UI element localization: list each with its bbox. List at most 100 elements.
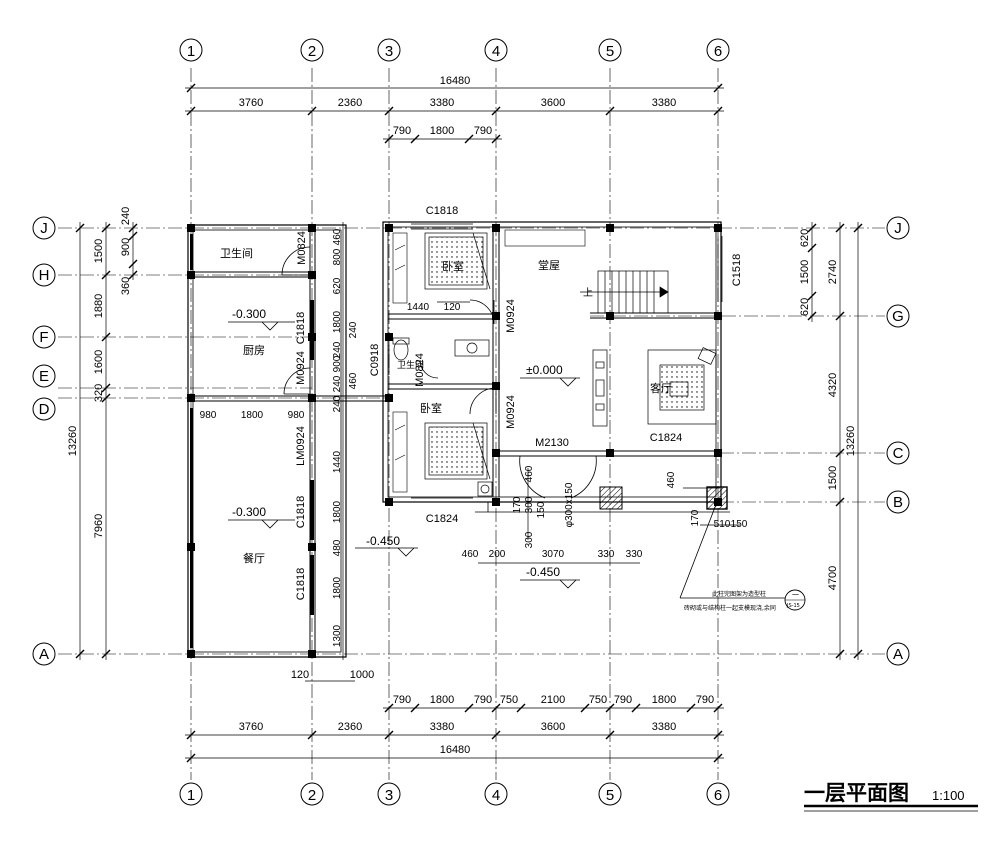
door-label-m0924-kitchen: M0924 bbox=[295, 351, 307, 385]
window-label-c1818-top: C1818 bbox=[426, 205, 458, 217]
note-ref-bottom: JS-15 bbox=[786, 603, 800, 609]
room-label-bed-top: 卧室 bbox=[442, 259, 464, 273]
dim-bottom-detail-2: 1000 bbox=[350, 669, 374, 681]
dim-kw-1: 460 bbox=[332, 228, 343, 245]
axis-label-right-B: B bbox=[893, 494, 903, 511]
axis-label-bottom-4: 4 bbox=[492, 787, 500, 804]
dim-porch-v-460: 460 bbox=[524, 465, 535, 482]
door-label-m0924-bed: M0924 bbox=[505, 395, 517, 429]
axis-bubbles-right bbox=[886, 216, 910, 666]
window-thick-marks bbox=[190, 234, 314, 648]
dim-left-detail-3: 980 bbox=[288, 410, 305, 421]
dim-porch-v-300: 300 bbox=[524, 496, 535, 513]
drawing-scale: 1:100 bbox=[932, 788, 965, 803]
note-ref-top: 一 bbox=[792, 591, 799, 599]
axis-label-left-H: H bbox=[39, 267, 50, 284]
dim-top-span-3: 3380 bbox=[430, 97, 454, 109]
level-hall: ±0.000 bbox=[526, 363, 563, 377]
axis-label-left-D: D bbox=[39, 401, 50, 418]
window-label-c1818-dining-a: C1818 bbox=[295, 496, 307, 528]
dim-bottom-overall: 16480 bbox=[440, 744, 471, 756]
dim-bottom-opening-6: 750 bbox=[589, 694, 607, 706]
dim-left-span-1: 1500 bbox=[93, 239, 105, 263]
dim-left-span-5: 7960 bbox=[93, 514, 105, 538]
dim-kw-9: 240 bbox=[332, 395, 343, 412]
dim-porch-v-460b: 460 bbox=[666, 471, 677, 488]
axis-label-right-G: G bbox=[892, 308, 904, 325]
dim-porch-150: 150 bbox=[731, 519, 748, 530]
axis-label-right-A: A bbox=[893, 646, 903, 663]
axis-label-bottom-3: 3 bbox=[385, 787, 393, 804]
dim-bottom-opening-9: 790 bbox=[696, 694, 714, 706]
bed-top bbox=[424, 232, 491, 290]
dim-porch-v-170b: 170 bbox=[690, 509, 701, 526]
dim-left-small-2: 900 bbox=[120, 238, 132, 256]
dimension-lines bbox=[79, 87, 859, 759]
bed-bottom bbox=[424, 422, 491, 480]
room-label-hall: 堂屋 bbox=[538, 259, 560, 272]
dim-porch-460: 460 bbox=[462, 549, 479, 560]
dim-porch-200: 200 bbox=[489, 549, 506, 560]
door-swings bbox=[281, 246, 597, 499]
door-label-lm0924: LM0924 bbox=[295, 426, 307, 466]
note-line-2: 砖砌或与结构柱一起支模现浇,余同 bbox=[684, 604, 776, 612]
axis-bubbles-left bbox=[32, 216, 56, 666]
dim-kw-5: 240 bbox=[332, 341, 343, 358]
dim-right-span-2: 4320 bbox=[827, 373, 839, 397]
axis-label-bottom-1: 1 bbox=[187, 787, 195, 804]
axis-label-top-2: 2 bbox=[308, 43, 316, 60]
dim-kw-2: 800 bbox=[332, 248, 343, 265]
door-label-m2130: M2130 bbox=[535, 437, 569, 449]
dim-left-span-2: 1880 bbox=[93, 294, 105, 318]
dim-left-detail-2: 1800 bbox=[241, 410, 264, 421]
axis-label-top-6: 6 bbox=[714, 43, 722, 60]
dim-bottom-opening-5: 2100 bbox=[541, 694, 565, 706]
dim-kw-15: 240 bbox=[348, 321, 359, 338]
dim-top-window-3: 790 bbox=[474, 125, 492, 137]
tv-cabinet bbox=[592, 349, 608, 427]
title-block: 一层平面图 1:100 bbox=[804, 781, 978, 812]
dim-top-span-5: 3380 bbox=[652, 97, 676, 109]
dim-left-span-3: 1600 bbox=[93, 350, 105, 374]
axis-label-left-F: F bbox=[39, 329, 48, 346]
level-outside-left: -0.450 bbox=[366, 534, 400, 548]
door-label-m0824-wc: M0824 bbox=[414, 353, 426, 387]
room-label-kitchen: 厨房 bbox=[243, 344, 265, 357]
window-label-c1818-dining-b: C1818 bbox=[295, 568, 307, 600]
door-label-m0824: M0824 bbox=[296, 231, 308, 265]
window-label-c1824-living: C1824 bbox=[650, 432, 682, 444]
window-label-c1818-kitchen: C1818 bbox=[295, 312, 307, 344]
dim-left-small-1: 240 bbox=[120, 207, 132, 225]
axis-label-right-C: C bbox=[893, 445, 904, 462]
window-label-c0918: C0918 bbox=[369, 344, 381, 376]
axis-label-top-1: 1 bbox=[187, 43, 195, 60]
dim-porch-v-170: 170 bbox=[512, 496, 523, 513]
axis-label-bottom-5: 5 bbox=[606, 787, 614, 804]
room-label-bed-bottom: 卧室 bbox=[420, 401, 442, 415]
dim-top-span-4: 3600 bbox=[541, 97, 565, 109]
level-porch: -0.450 bbox=[526, 565, 560, 579]
dim-right-span-1: 2740 bbox=[827, 260, 839, 284]
wc-fixtures bbox=[392, 337, 493, 497]
dim-kw-10: 1440 bbox=[332, 450, 343, 473]
dim-right-small-1: 620 bbox=[799, 229, 811, 247]
dim-bottom-opening-2: 1800 bbox=[430, 694, 454, 706]
axis-label-top-4: 4 bbox=[492, 43, 500, 60]
note-line-1: 此柱完图架为造型柱 bbox=[712, 590, 766, 598]
room-label-toilet-mid: 卫生间 bbox=[397, 359, 424, 371]
room-label-living: 客厅 bbox=[650, 381, 672, 395]
dim-kw-13: 1800 bbox=[332, 576, 343, 599]
dim-right-small-2: 1500 bbox=[799, 260, 811, 284]
dim-left-overall: 13260 bbox=[67, 426, 79, 457]
dim-kw-3: 620 bbox=[332, 277, 343, 294]
window-label-c1824-bed: C1824 bbox=[426, 513, 458, 525]
dim-top-span-1: 3760 bbox=[239, 97, 263, 109]
dim-kw-7: 240 bbox=[332, 375, 343, 392]
porch-column-right bbox=[706, 486, 728, 510]
note-leader bbox=[679, 501, 718, 599]
dim-bottom-opening-3: 790 bbox=[474, 694, 492, 706]
dim-porch-3070: 3070 bbox=[542, 549, 565, 560]
dim-porch-510: 510 bbox=[714, 519, 731, 530]
